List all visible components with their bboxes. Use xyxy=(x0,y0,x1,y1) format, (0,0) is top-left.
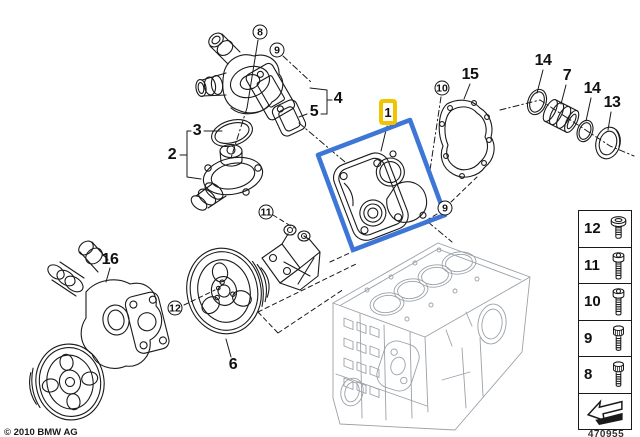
fastener-number: 8 xyxy=(584,366,593,384)
socket-bolt-icon xyxy=(612,251,625,280)
callout-12[interactable]: 12 xyxy=(167,300,183,316)
callout-9-bottom[interactable]: 9 xyxy=(437,200,453,216)
socket-bolt-icon xyxy=(612,288,625,316)
back-arrow-icon xyxy=(587,401,623,426)
small-parts-art xyxy=(526,88,621,160)
fastener-list: 12 11 10 9 8 xyxy=(578,210,632,430)
callout-9-top[interactable]: 9 xyxy=(269,42,285,58)
fastener-row-9[interactable]: 9 xyxy=(579,321,631,357)
gasket-15-art xyxy=(438,99,495,179)
callout-11[interactable]: 11 xyxy=(258,204,274,220)
fastener-row-10[interactable]: 10 xyxy=(579,284,631,321)
fastener-row-11[interactable]: 11 xyxy=(579,248,631,284)
engine-block-art xyxy=(332,242,531,431)
pump-assembly-art xyxy=(29,240,170,421)
back-arrow-button[interactable] xyxy=(579,394,631,430)
fastener-number: 10 xyxy=(584,293,601,311)
callout-10[interactable]: 10 xyxy=(434,80,450,96)
callout-2[interactable]: 2 xyxy=(167,146,177,163)
leader-lines xyxy=(105,39,635,358)
fastener-number: 11 xyxy=(584,256,600,274)
stud-bolt-icon xyxy=(613,325,624,351)
bracket-art xyxy=(261,224,321,291)
stud-bolt-icon xyxy=(613,361,624,388)
callout-3[interactable]: 3 xyxy=(192,122,202,139)
flange-bolt-icon xyxy=(610,216,627,240)
fastener-number: 12 xyxy=(584,220,601,238)
callout-8[interactable]: 8 xyxy=(252,24,268,40)
pulley-art xyxy=(186,247,270,335)
callout-1[interactable]: 1 xyxy=(379,99,397,125)
callout-7[interactable]: 7 xyxy=(562,67,572,84)
callout-6[interactable]: 6 xyxy=(228,356,238,373)
diagram-number: 470955 xyxy=(587,429,625,437)
callout-5[interactable]: 5 xyxy=(309,103,319,120)
copyright-text: © 2010 BMW AG xyxy=(4,427,78,437)
fastener-row-12[interactable]: 12 xyxy=(579,211,631,248)
fastener-number: 9 xyxy=(584,329,593,347)
fastener-row-8[interactable]: 8 xyxy=(579,357,631,394)
callout-4[interactable]: 4 xyxy=(333,90,343,107)
callout-13[interactable]: 13 xyxy=(603,94,621,111)
callout-14-right[interactable]: 14 xyxy=(583,80,601,97)
thermostat-assembly-art xyxy=(190,32,307,211)
callout-14-left[interactable]: 14 xyxy=(534,52,552,69)
callout-16[interactable]: 16 xyxy=(101,251,119,268)
callout-15[interactable]: 15 xyxy=(461,66,479,83)
